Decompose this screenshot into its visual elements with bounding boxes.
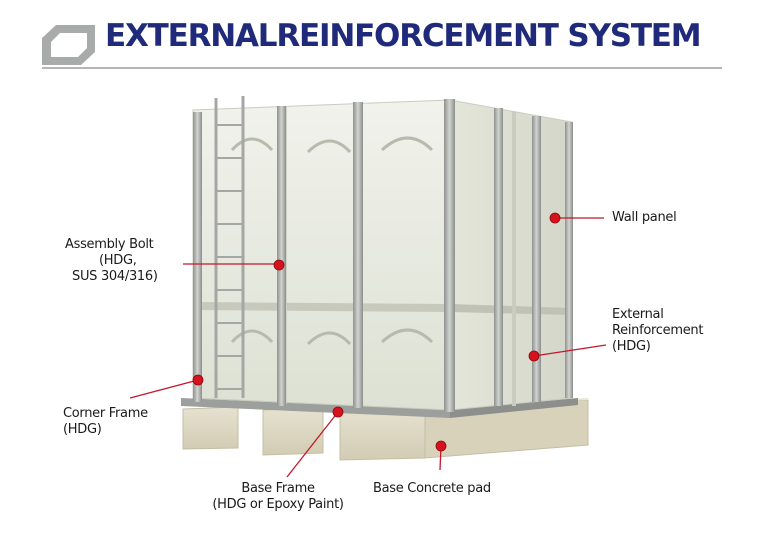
marker-corner-frame (192, 374, 204, 386)
label-assembly-bolt: Assembly Bolt (HDG, SUS 304/316) (65, 237, 158, 284)
header: EXTERNALREINFORCEMENT SYSTEM (0, 0, 783, 80)
leader-corner-frame (129, 379, 199, 399)
marker-external-reinforcement (528, 350, 540, 362)
label-wall-panel: Wall panel (612, 210, 677, 225)
base-frame (181, 398, 578, 418)
callout-markers (192, 212, 561, 452)
parallelogram-icon (42, 25, 95, 65)
external-reinforcement-posts (193, 99, 573, 412)
label-base-frame: Base Frame (HDG or Epoxy Paint) (212, 481, 344, 512)
tank-body (192, 99, 573, 411)
marker-assembly-bolt (273, 259, 285, 271)
access-ladder (214, 96, 245, 398)
leader-external-reinforcement (533, 344, 607, 357)
page-title: EXTERNALREINFORCEMENT SYSTEM (105, 18, 702, 54)
label-corner-frame: Corner Frame (HDG) (63, 406, 148, 437)
label-external-reinforcement: External Reinforcement (HDG) (612, 307, 704, 354)
marker-base-concrete-pad (435, 440, 447, 452)
title-divider (42, 67, 722, 69)
marker-wall-panel (549, 212, 561, 224)
leader-base-frame (286, 411, 339, 478)
marker-base-frame (332, 406, 344, 418)
leader-lines (129, 217, 607, 478)
label-base-concrete-pad: Base Concrete pad (373, 481, 491, 496)
